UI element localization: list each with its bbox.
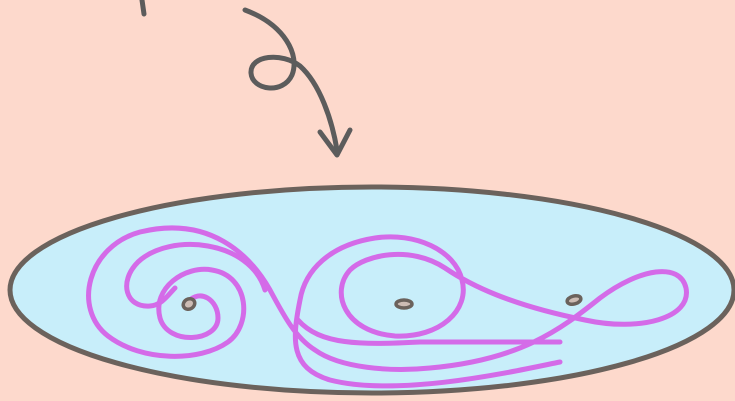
top-mark — [142, 0, 144, 14]
puncture-center — [396, 300, 412, 308]
loop-arrow-shaft — [245, 10, 337, 150]
punctured-disk — [10, 187, 734, 393]
loop-arrow — [245, 10, 350, 155]
